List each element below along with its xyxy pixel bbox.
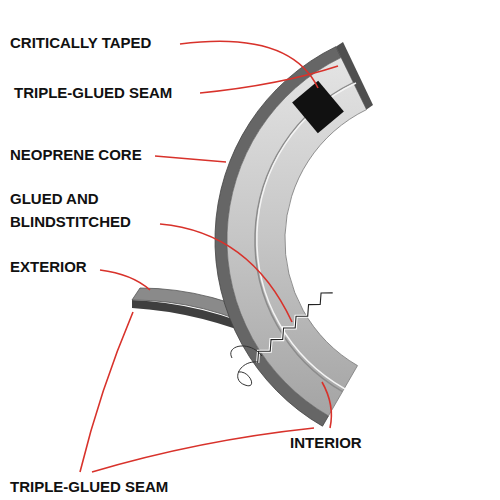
part-label: EXTERIOR [10, 258, 87, 276]
stitch-backing [258, 293, 333, 363]
leader-line [160, 224, 292, 322]
part-label: INTERIOR [290, 434, 362, 452]
leader-line [100, 270, 150, 290]
thread-end [238, 362, 258, 386]
part-label: NEOPRENE CORE [10, 146, 142, 164]
leader-line [200, 66, 338, 93]
leader-line [80, 312, 133, 472]
seam-line [255, 83, 353, 392]
part-label: GLUED AND BLINDSTITCHED [10, 187, 148, 233]
leader-line [322, 382, 331, 428]
part-label: TRIPLE-GLUED SEAM [14, 84, 172, 102]
seam-tape [292, 81, 344, 133]
interior-surface [227, 58, 366, 416]
part-label: CRITICALLY TAPED [10, 34, 151, 52]
leader-line [155, 156, 226, 162]
leader-line [92, 428, 314, 472]
part-label: TRIPLE-GLUED SEAM [10, 478, 168, 496]
leader-lines [80, 41, 338, 472]
blindstitch [258, 293, 333, 363]
cut-end [336, 42, 373, 110]
leader-line [180, 41, 318, 88]
seam-line-highlight [257, 83, 356, 389]
thread-end [231, 346, 262, 358]
